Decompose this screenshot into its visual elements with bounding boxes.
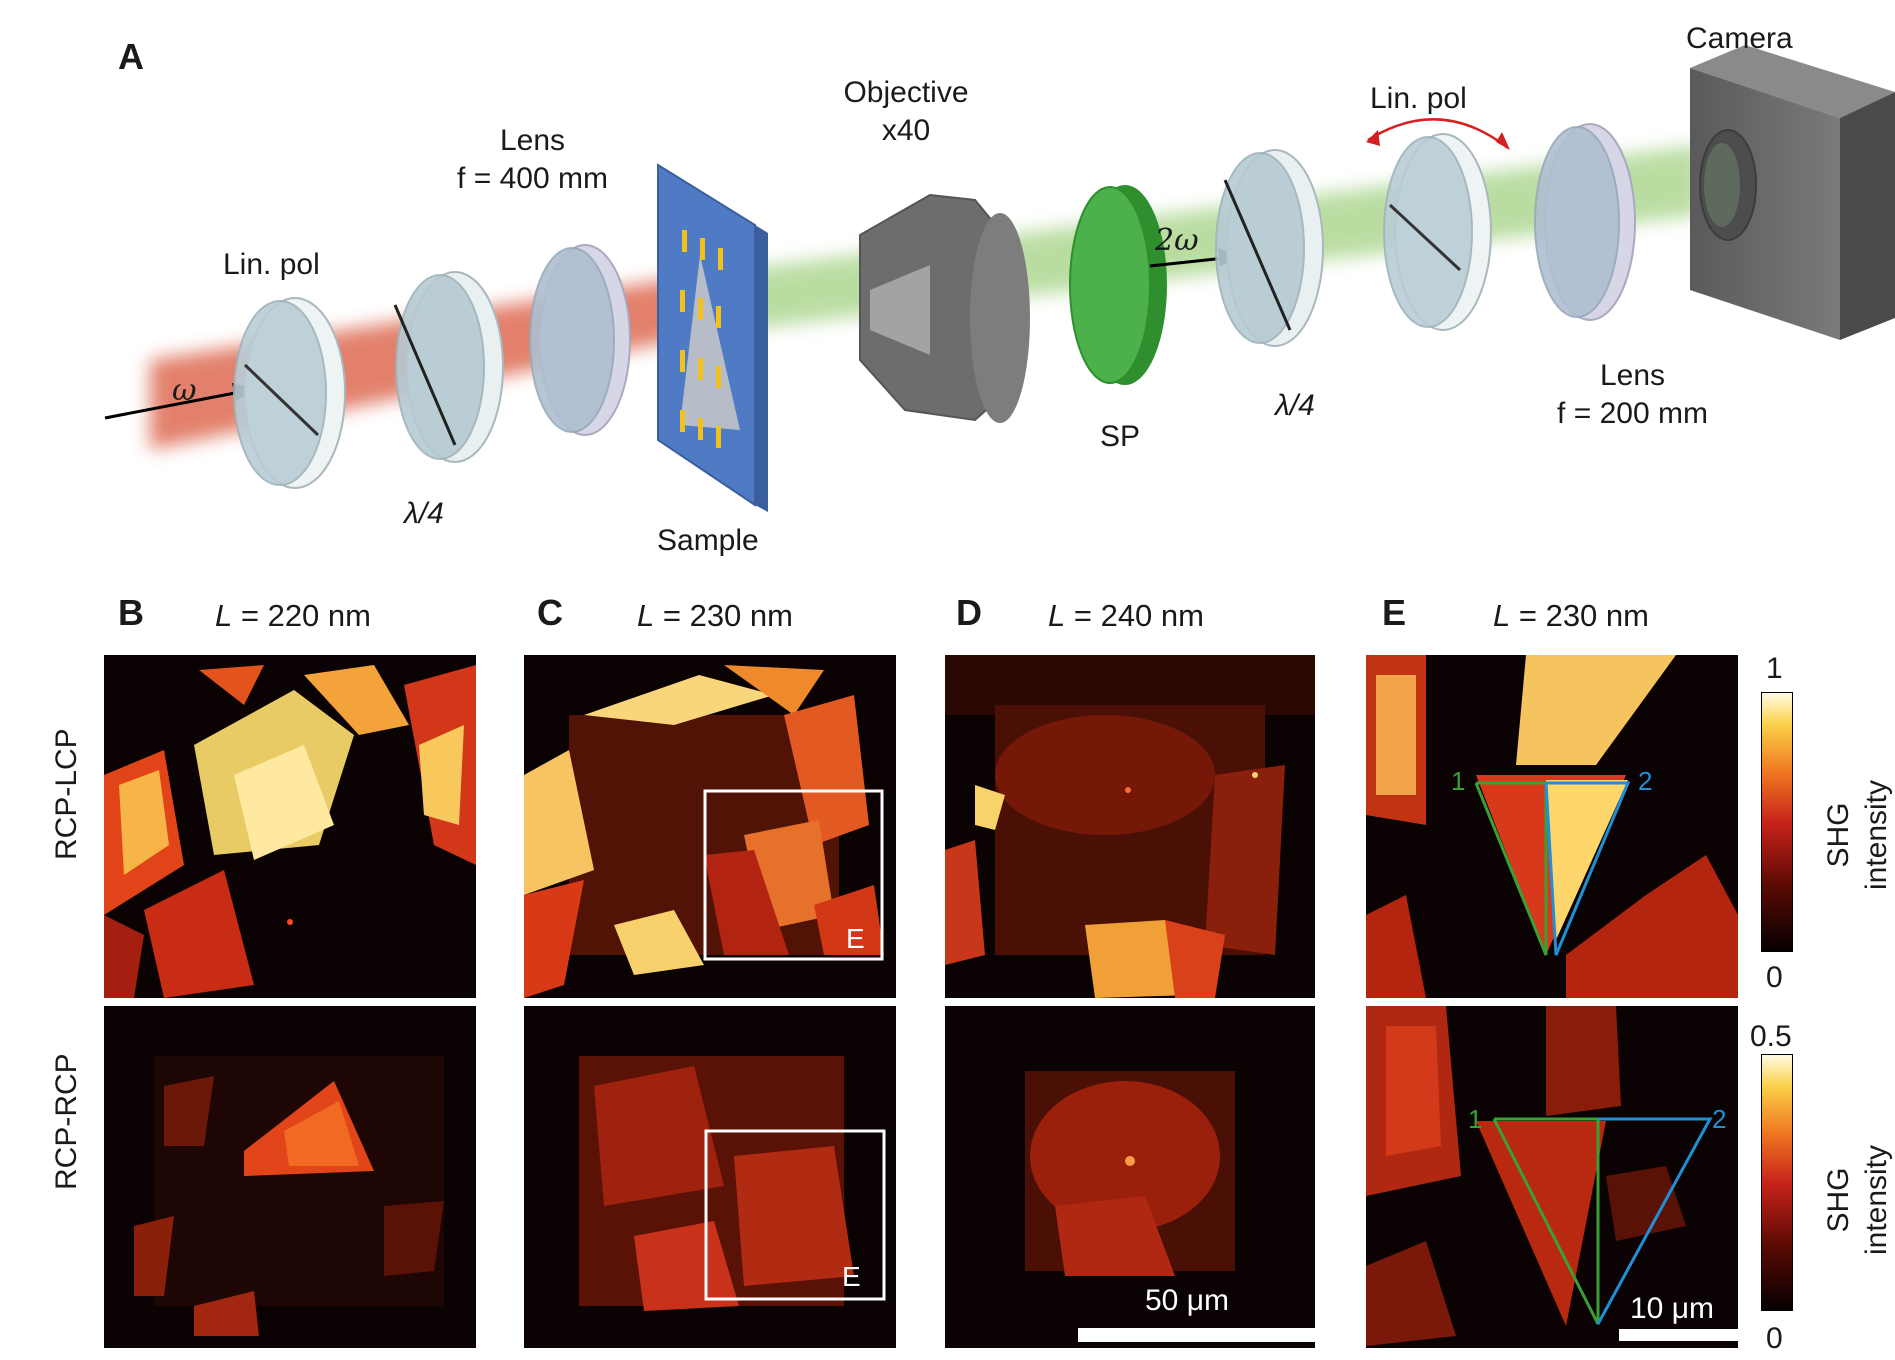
colorbar-bottom-label-2: intensity [1859,1144,1893,1256]
panel-b-letter: B [118,592,144,633]
panel-b-title-rest: = 220 nm [232,598,371,633]
colorbar-top-label: SHG intensity [1820,755,1895,915]
colorbar-bottom-min: 0 [1766,1322,1783,1355]
camera [1690,45,1895,340]
panel-b-title-var: L [215,598,233,633]
image-e-rcp-rcp: 1 2 10 μm [1366,1006,1738,1348]
colorbar-top [1761,692,1793,952]
short-pass-filter [1069,185,1167,385]
panel-d-title: L = 240 nm [1048,598,1204,634]
panel-e-title: L = 230 nm [1493,598,1649,634]
marker-2-bottom: 2 [1712,1104,1726,1134]
quarter-wave-plate-2 [1215,149,1324,347]
lens-2 [1534,123,1636,321]
panel-d-letter: D [956,592,982,633]
colorbar-bottom [1761,1054,1793,1311]
lambda4-2-label: λ/4 [1275,389,1315,422]
panel-c-title-rest: = 230 nm [654,598,793,633]
scalebar-e-label: 10 μm [1630,1292,1714,1325]
image-b-rcp-rcp [104,1006,476,1348]
lens-1-label: Lens f = 400 mm [440,122,625,197]
linear-polarizer-1 [233,297,346,489]
objective [859,193,1030,423]
panel-c-title-var: L [637,598,655,633]
sample-slide [657,163,768,512]
panel-d-title-var: L [1048,598,1066,633]
panel-e-title-rest: = 230 nm [1510,598,1649,633]
colorbar-bottom-label-1: SHG [1822,1167,1855,1233]
sp-label: SP [1100,420,1141,453]
optical-setup-diagram [104,45,1895,512]
lens-1-label-name: Lens [499,124,566,157]
marker-1-bottom: 1 [1468,1104,1482,1134]
scalebar-d-label: 50 μm [1145,1284,1229,1317]
panel-e-letter: E [1382,592,1407,633]
image-c-rcp-rcp: E [524,1006,896,1348]
lambda4-1-label: λ/4 [404,497,444,530]
omega-label: ω [172,373,197,408]
panel-b-title: L = 220 nm [215,598,371,634]
colorbar-top-label-1: SHG [1822,802,1855,868]
image-c-rcp-lcp: E [524,655,896,998]
lin-pol-2-label: Lin. pol [1370,82,1467,115]
panel-e-title-var: L [1493,598,1511,633]
objective-label-mag: x40 [881,113,931,147]
objective-label: Objective x40 [836,74,976,149]
lin-pol-1-label: Lin. pol [223,248,320,281]
image-b-rcp-lcp [104,655,476,998]
lens-2-label: Lens f = 200 mm [1540,357,1725,432]
camera-label: Camera [1686,22,1793,55]
colorbar-bottom-label: SHG intensity [1820,1120,1895,1280]
colorbar-top-min: 0 [1766,961,1783,994]
lens-1 [529,244,631,436]
lens-2-label-name: Lens [1599,359,1666,392]
colorbar-bottom-max: 0.5 [1750,1020,1792,1053]
panel-d-title-rest: = 240 nm [1065,598,1204,633]
lens-2-label-focal: f = 200 mm [1557,396,1708,430]
image-d-rcp-lcp [945,655,1315,998]
inset-e-label-bottom: E [842,1261,861,1292]
image-e-rcp-lcp: 1 2 [1366,655,1738,998]
panel-c-title: L = 230 nm [637,598,793,634]
row-label-rcp-lcp: RCP-LCP [50,728,83,860]
colorbar-top-max: 1 [1766,652,1783,685]
row-label-rcp-rcp: RCP-RCP [50,1053,83,1190]
lens-1-label-focal: f = 400 mm [457,161,608,195]
colorbar-top-label-2: intensity [1859,779,1893,891]
quarter-wave-plate-1 [393,271,504,463]
marker-1-top: 1 [1451,766,1465,796]
panel-c-letter: C [537,592,563,633]
two-omega-label: 2ω [1155,223,1199,258]
panel-a-letter: A [118,36,144,77]
sample-label: Sample [657,524,759,557]
objective-label-name: Objective [843,76,969,109]
inset-e-label-top: E [846,923,865,954]
marker-2-top: 2 [1638,766,1652,796]
panel-a: A ω Lin. pol λ/4 Lens f = 400 mm Sample … [0,0,1895,570]
linear-polarizer-2 [1366,118,1510,331]
image-d-rcp-rcp: 50 μm [945,1006,1315,1348]
